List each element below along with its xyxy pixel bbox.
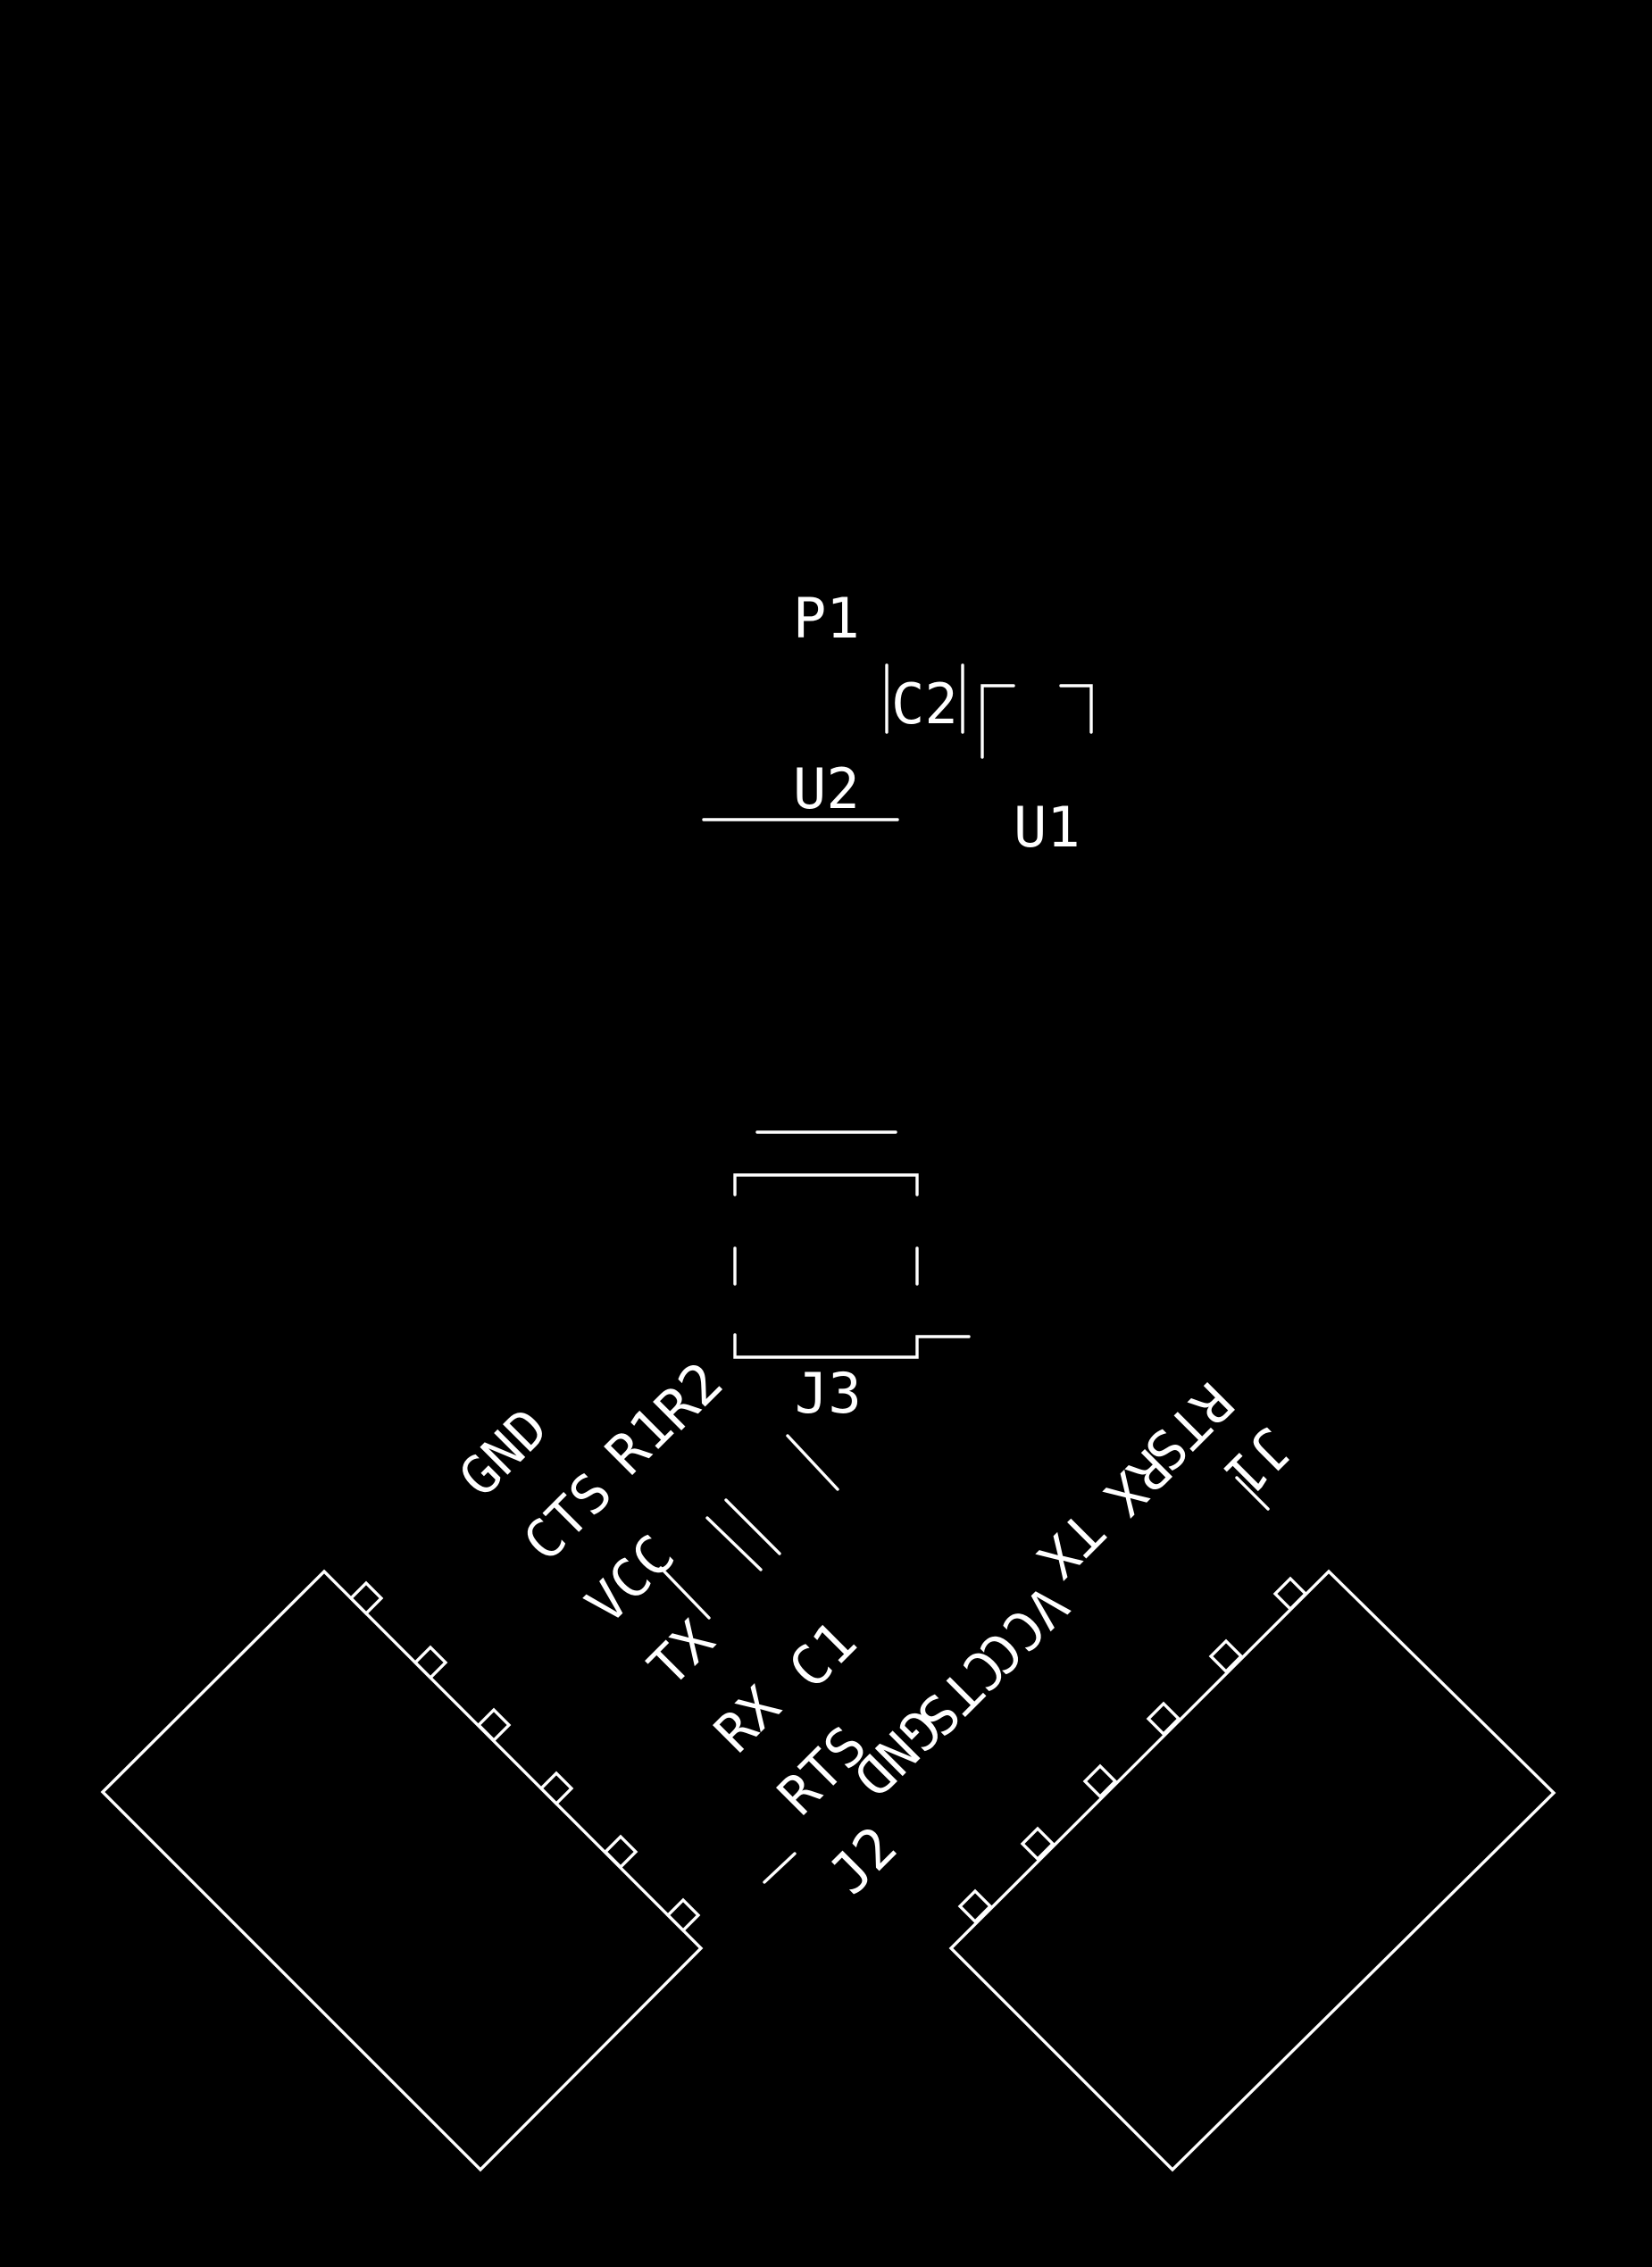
- j2-pin-tx-label: TX: [637, 1609, 727, 1699]
- r2-outline: [786, 1434, 839, 1491]
- j2-pin-vcc-label: VCC: [574, 1523, 687, 1636]
- j1-marker-line: [1235, 1476, 1270, 1511]
- j2-marker-line: [763, 1852, 797, 1884]
- c2-reference: C2: [891, 671, 958, 737]
- j2-reference: J2: [816, 1813, 909, 1906]
- j1-connector-body: [948, 1569, 1556, 2172]
- j2-pin-rx-label: RX: [703, 1675, 793, 1765]
- j2-connector-body: [100, 1569, 704, 2172]
- c2-capacitor-outline: [885, 663, 964, 734]
- j2-pin-gnd-label: GND: [447, 1396, 560, 1509]
- j3-outline: [733, 1173, 971, 1359]
- u1-outline: [980, 684, 1093, 759]
- c1-outline: [659, 1566, 711, 1620]
- p1-reference: P1: [793, 586, 860, 651]
- j2-pin-cts-label: CTS: [512, 1461, 624, 1573]
- j3-reference: J3: [795, 1361, 862, 1426]
- u2-reference: U2: [793, 756, 860, 821]
- r1-outline: [705, 1498, 781, 1571]
- u1-reference: U1: [1014, 795, 1080, 860]
- c1-reference: C1: [776, 1608, 869, 1701]
